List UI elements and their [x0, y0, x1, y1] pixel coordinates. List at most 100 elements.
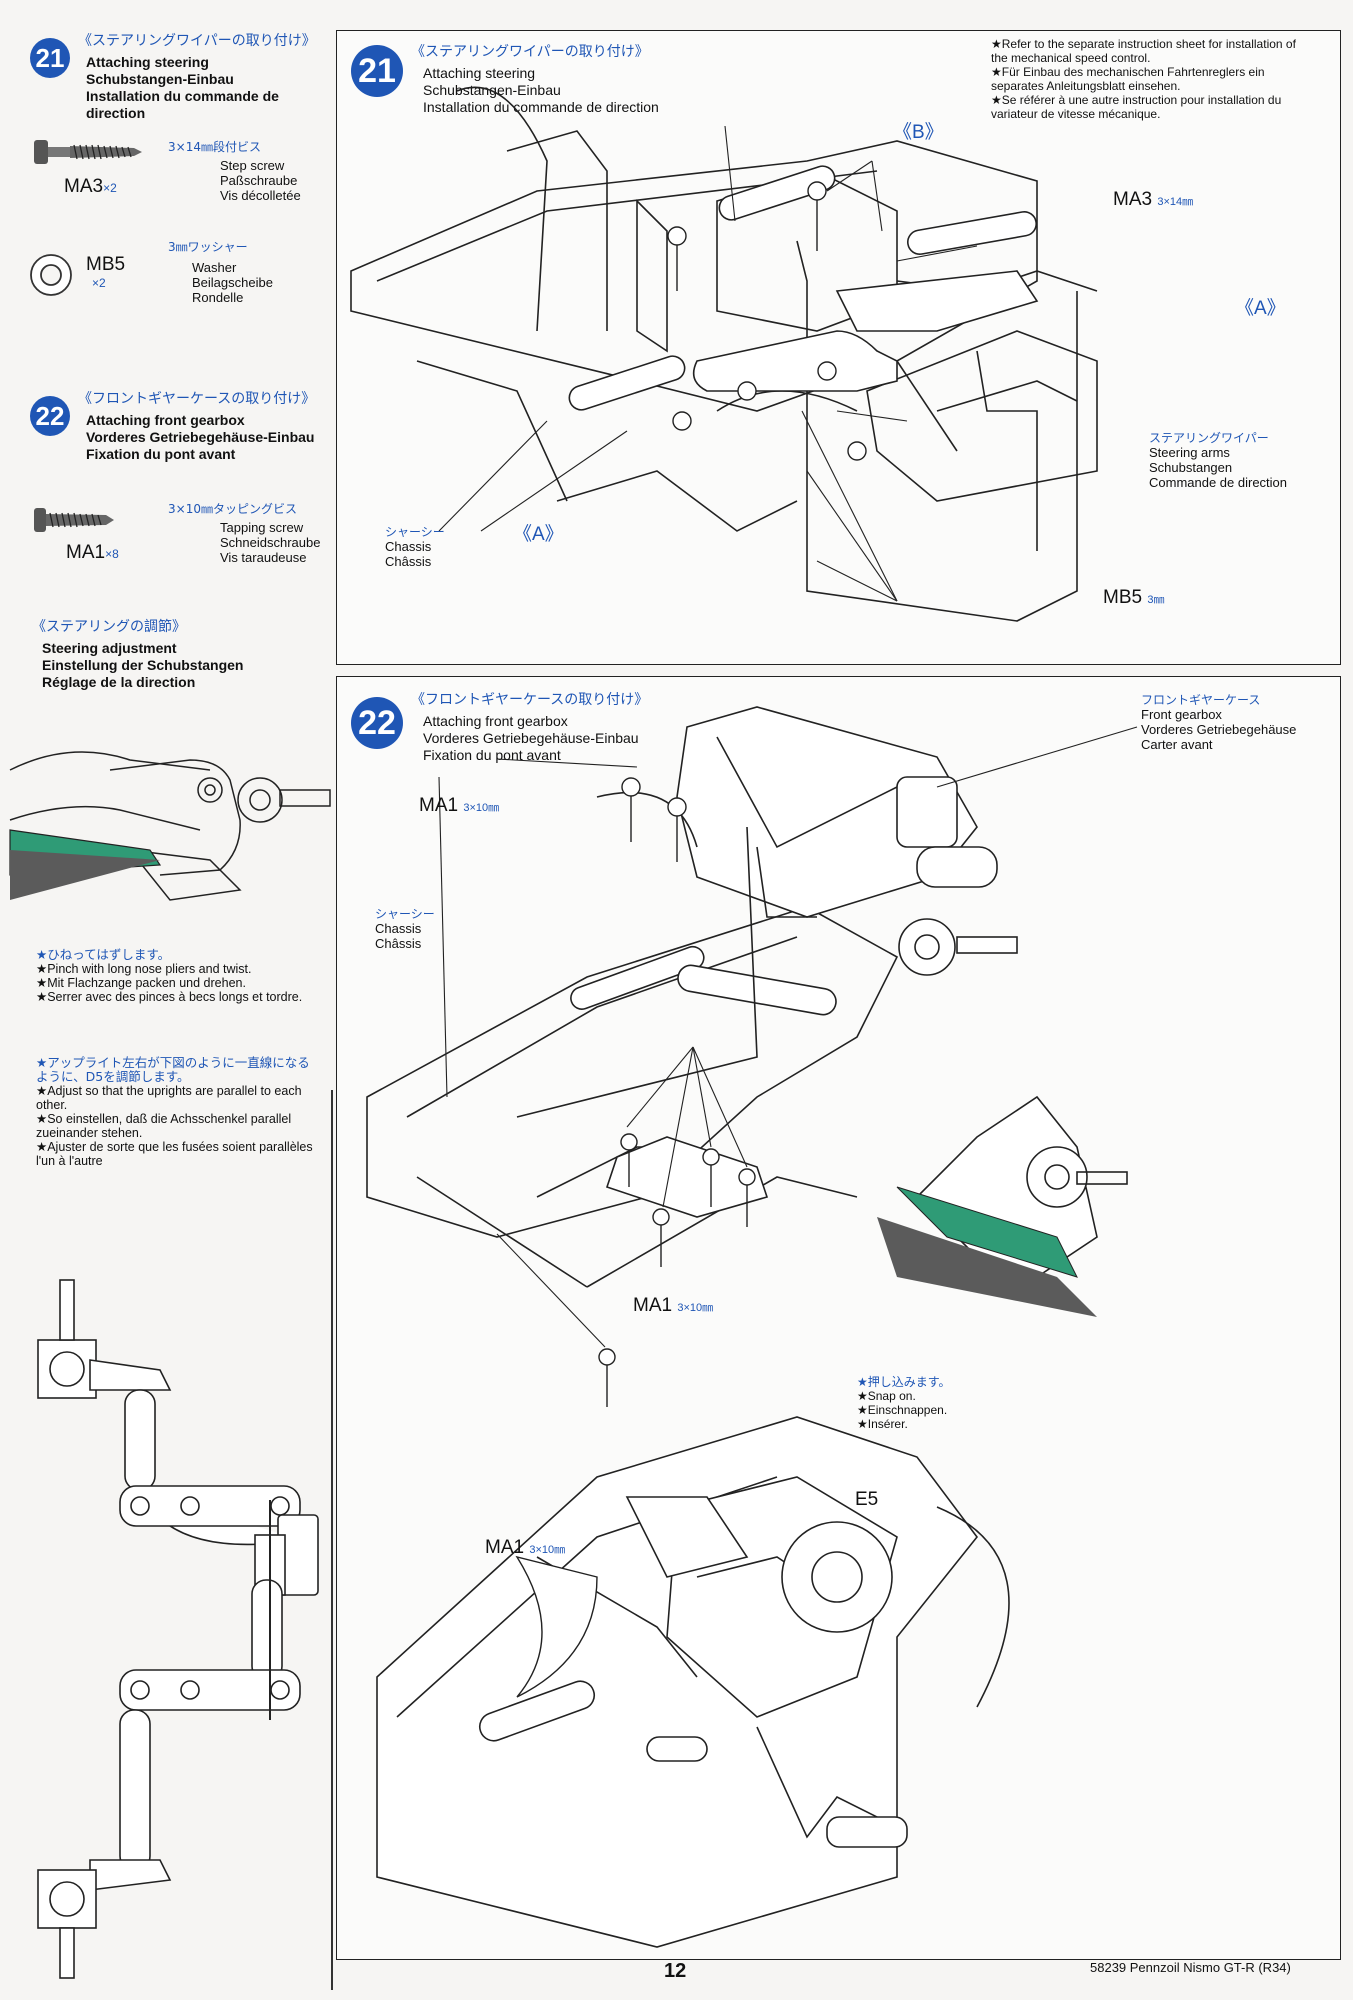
- panel-21-label-a-right: 《A》: [1235, 298, 1286, 319]
- steering-linkage-illustration: [37, 1279, 319, 1979]
- ma3-desc-de: Paßschraube: [220, 173, 298, 188]
- page-number: 12: [664, 1960, 687, 1982]
- note-adjust-fr: ★Ajuster de sorte que les fusées soient …: [36, 1140, 313, 1168]
- panel-21-chassis-en: Chassis: [385, 539, 432, 554]
- panel-22-ma1-top: MA1 3×10㎜: [419, 795, 499, 817]
- step-21-title-en: Attaching steering: [86, 54, 209, 70]
- panel-21-mb5-code: MB5: [1103, 587, 1143, 608]
- panel-21-titles: Attaching steering Schubstangen-Einbau I…: [423, 65, 659, 116]
- pliers-illustration: [9, 751, 331, 901]
- panel-21-ma3: MA3 3×14㎜: [1113, 189, 1193, 211]
- panel-22-title-en: Attaching front gearbox: [423, 713, 568, 729]
- note-pinch-de: ★Mit Flachzange packen und drehen.: [36, 976, 246, 990]
- ma3-desc-fr: Vis décolletée: [220, 188, 301, 203]
- panel-21-note-de: ★Für Einbau des mechanischen Fahrtenregl…: [991, 65, 1265, 93]
- panel-21-steering-jp: ステアリングワイパー: [1149, 431, 1269, 445]
- note-pinch: ★ひねってはずします。 ★Pinch with long nose pliers…: [36, 947, 326, 1005]
- panel-22-gearbox-de: Vorderes Getriebegehäuse: [1141, 722, 1297, 737]
- panel-21-mb5-size: 3㎜: [1147, 594, 1165, 606]
- panel-22-title-fr: Fixation du pont avant: [423, 747, 561, 763]
- panel-21-label-b: 《B》: [893, 122, 944, 143]
- panel-21-badge: 21: [351, 45, 403, 97]
- panel-22-snap-jp: ★押し込みます。: [857, 1375, 951, 1389]
- panel-22-titles: Attaching front gearbox Vorderes Getrieb…: [423, 713, 639, 764]
- panel-22-ma1-mid-code: MA1: [633, 1295, 673, 1316]
- panel-22-badge: 22: [351, 697, 403, 749]
- panel-21-steering-label: ステアリングワイパー Steering arms Schubstangen Co…: [1149, 431, 1287, 490]
- panel-step-22: 22 《フロントギヤーケースの取り付け》 Attaching front gea…: [336, 676, 1341, 1960]
- mb5-desc-en: Washer: [192, 260, 237, 275]
- panel-22-e5: E5: [855, 1489, 879, 1510]
- note-adjust: ★アップライト左右が下図のように一直線になるように、D5を調節します。 ★Adj…: [36, 1055, 316, 1169]
- steering-adj-title-en: Steering adjustment: [42, 640, 177, 656]
- panel-22-ma1-bottom-size: 3×10㎜: [529, 1544, 566, 1556]
- panel-22-ma1-bottom: MA1 3×10㎜: [485, 1537, 565, 1559]
- panel-22-chassis-en: Chassis: [375, 921, 422, 936]
- left-column-divider: [331, 1090, 333, 1990]
- panel-21-title-fr: Installation du commande de direction: [423, 99, 659, 115]
- panel-22-gearbox-en: Front gearbox: [1141, 707, 1222, 722]
- step-21-badge: 21: [30, 38, 70, 78]
- ma1-size-jp: 3×10㎜タッピングビス: [168, 502, 297, 516]
- panel-22-snap-de: ★Einschnappen.: [857, 1403, 948, 1417]
- panel-21-chassis-jp: シャーシー: [385, 525, 445, 539]
- step-21-title-de: Schubstangen-Einbau: [86, 71, 234, 87]
- panel-21-mb5: MB5 3㎜: [1103, 587, 1164, 609]
- step-22-title-en: Attaching front gearbox: [86, 412, 245, 428]
- panel-22-snap-en: ★Snap on.: [857, 1389, 916, 1403]
- step-21-titles: Attaching steering Schubstangen-Einbau I…: [86, 54, 326, 122]
- panel-21-label-a-left: 《A》: [513, 524, 564, 545]
- ma3-desc: Step screw Paßschraube Vis décolletée: [220, 158, 301, 203]
- step-22-titles: Attaching front gearbox Vorderes Getrieb…: [86, 412, 326, 463]
- mb5-desc-de: Beilagscheibe: [192, 275, 273, 290]
- ma1-desc-fr: Vis taraudeuse: [220, 550, 307, 565]
- step-screw-icon: [34, 140, 142, 164]
- panel-21-note-fr: ★Se référer à une autre instruction pour…: [991, 93, 1282, 121]
- ma1-desc: Tapping screw Schneidschraube Vis taraud…: [220, 520, 320, 565]
- step-21-title-fr: Installation du commande de direction: [86, 88, 279, 121]
- panel-22-ma1-bottom-code: MA1: [485, 1537, 525, 1558]
- washer-icon: [30, 254, 72, 296]
- panel-step-21: 21 《ステアリングワイパーの取り付け》 Attaching steering …: [336, 30, 1341, 665]
- steering-adj-title-de: Einstellung der Schubstangen: [42, 657, 244, 673]
- note-pinch-jp: ★ひねってはずします。: [36, 947, 171, 962]
- panel-21-chassis-fr: Châssis: [385, 554, 432, 569]
- ma1-desc-de: Schneidschraube: [220, 535, 321, 550]
- ma3-desc-en: Step screw: [220, 158, 285, 173]
- ma3-code: MA3×2: [64, 176, 117, 198]
- chassis-steering-drawing: [350, 86, 1098, 622]
- steering-adj-titles: Steering adjustment Einstellung der Schu…: [42, 640, 243, 691]
- panel-22-chassis-label: シャーシー Chassis Châssis: [375, 907, 435, 951]
- front-gearbox-drawing: [366, 706, 1138, 1948]
- panel-21-ma3-size: 3×14㎜: [1157, 196, 1194, 208]
- note-adjust-de: ★So einstellen, daß die Achsschenkel par…: [36, 1112, 292, 1140]
- step-22-title-fr: Fixation du pont avant: [86, 446, 236, 462]
- step-22-badge: 22: [30, 396, 70, 436]
- panel-21-note-en: ★Refer to the separate instruction sheet…: [991, 37, 1296, 65]
- mb5-qty: ×2: [92, 276, 106, 290]
- steering-adj-title-fr: Réglage de la direction: [42, 674, 196, 690]
- ma3-size-jp: 3×14㎜段付ビス: [168, 140, 261, 154]
- ma1-code-text: MA1: [66, 542, 106, 563]
- mb5-code: MB5: [86, 254, 126, 275]
- panel-21-title-en: Attaching steering: [423, 65, 536, 81]
- model-footer: 58239 Pennzoil Nismo GT-R (R34): [1090, 1960, 1291, 1975]
- ma1-qty: ×8: [105, 547, 119, 561]
- panel-21-title-de: Schubstangen-Einbau: [423, 82, 561, 98]
- note-adjust-jp: ★アップライト左右が下図のように一直線になるように、D5を調節します。: [36, 1055, 310, 1084]
- panel-21-title-jp: 《ステアリングワイパーの取り付け》: [411, 44, 649, 60]
- panel-21-ma3-code: MA3: [1113, 189, 1153, 210]
- steering-adj-title-jp: 《ステアリングの調節》: [32, 619, 186, 635]
- panel-22-gearbox-label: フロントギヤーケース Front gearbox Vorderes Getrie…: [1141, 693, 1296, 752]
- mb5-size-jp: 3㎜ワッシャー: [168, 240, 248, 254]
- panel-22-ma1-mid: MA1 3×10㎜: [633, 1295, 713, 1317]
- step-22-title-jp: 《フロントギヤーケースの取り付け》: [78, 391, 316, 407]
- panel-22-title-jp: 《フロントギヤーケースの取り付け》: [411, 692, 649, 708]
- panel-21-steering-de: Schubstangen: [1149, 460, 1233, 475]
- panel-21-steering-fr: Commande de direction: [1149, 475, 1288, 490]
- tapping-screw-icon: [34, 508, 114, 532]
- step-22-title-de: Vorderes Getriebegehäuse-Einbau: [86, 429, 315, 445]
- ma1-desc-en: Tapping screw: [220, 520, 304, 535]
- panel-22-chassis-fr: Châssis: [375, 936, 422, 951]
- panel-22-chassis-jp: シャーシー: [375, 907, 435, 921]
